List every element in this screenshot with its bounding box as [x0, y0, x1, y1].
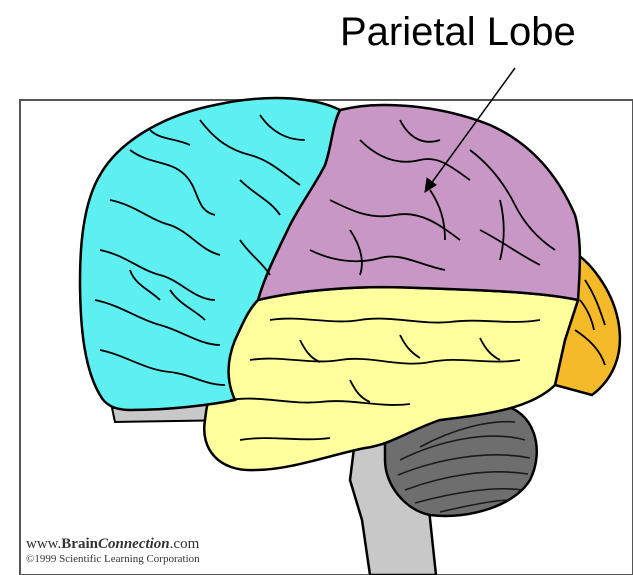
image-credit: www.BrainConnection.com ©1999 Scientific… [26, 536, 200, 565]
credit-copyright: ©1999 Scientific Learning Corporation [26, 553, 200, 565]
credit-website: www.BrainConnection.com [26, 536, 200, 553]
